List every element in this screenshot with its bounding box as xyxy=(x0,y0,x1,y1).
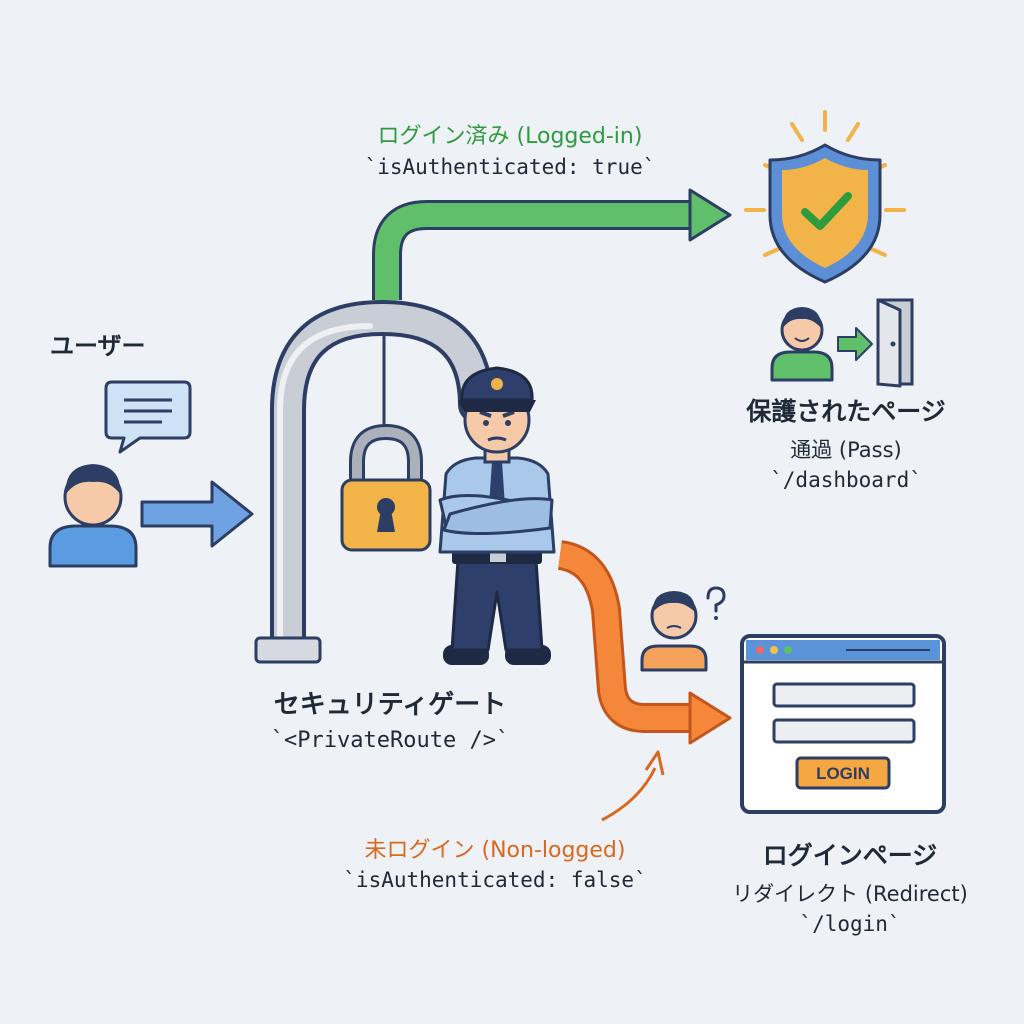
gate-arch xyxy=(254,299,494,664)
gate-label: セキュリティゲート xyxy=(273,690,507,720)
login-password-field[interactable] xyxy=(772,718,916,744)
happy-user-icon xyxy=(770,307,834,382)
security-guard-icon xyxy=(438,366,556,665)
protected-page-label: 保護されたページ xyxy=(746,397,946,426)
padlock-icon xyxy=(340,423,432,552)
user-avatar-icon xyxy=(48,464,138,568)
logged-in-code: `isAuthenticated: true` xyxy=(364,155,656,179)
enter-arrow-icon xyxy=(837,327,873,361)
shield-check-icon xyxy=(744,110,906,284)
login-button-label: LOGIN xyxy=(816,764,870,783)
pointer-arrow xyxy=(601,750,665,822)
user-label: ユーザー xyxy=(50,332,146,360)
protected-page-action: 通過 (Pass) xyxy=(790,438,902,462)
protected-page-path: `/dashboard` xyxy=(770,468,922,492)
login-page-path: `/login` xyxy=(799,912,901,936)
login-page-action: リダイレクト (Redirect) xyxy=(732,882,968,906)
logged-in-label: ログイン済み (Logged-in) xyxy=(377,124,643,149)
confused-user-icon xyxy=(640,586,726,672)
login-username-field[interactable] xyxy=(772,682,916,708)
non-logged-code: `isAuthenticated: false` xyxy=(343,868,647,892)
login-page-label: ログインページ xyxy=(762,841,938,870)
logged-in-arrow xyxy=(372,188,732,300)
entry-arrow xyxy=(140,480,254,548)
gate-code: `<PrivateRoute />` xyxy=(270,728,510,753)
redirect-arrow xyxy=(557,540,732,745)
door-icon xyxy=(876,298,914,388)
speech-bubble-icon xyxy=(104,380,192,454)
non-logged-label: 未ログイン (Non-logged) xyxy=(364,838,626,863)
login-button[interactable] xyxy=(795,756,891,790)
